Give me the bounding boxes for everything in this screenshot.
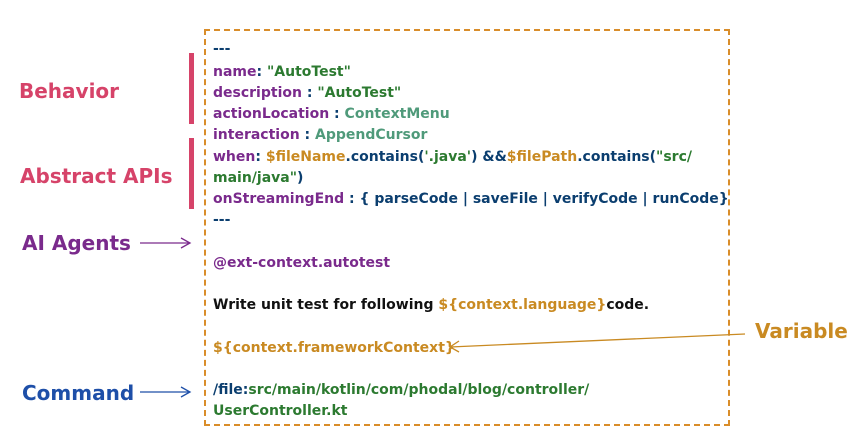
action-location-key: actionLocation (213, 106, 330, 122)
name-value: "AutoTest" (266, 64, 351, 80)
frontmatter-close: --- (213, 211, 230, 229)
on-streaming-end-value: { parseCode | saveFile | verifyCode | ru… (359, 191, 729, 207)
interaction-value: AppendCursor (315, 127, 428, 143)
when-src-string-cont: main/java" (213, 170, 298, 186)
prompt-text-a: Write unit test for following (213, 297, 439, 313)
line-file-command: /file:src/main/kotlin/com/phodal/blog/co… (213, 381, 589, 399)
line-when: when: $fileName.contains('.java') &&$fil… (213, 149, 692, 165)
file-path-a: src/main/kotlin/com/phodal/blog/controll… (248, 382, 590, 398)
prompt-text-b: code. (606, 297, 650, 313)
separator-open: --- (213, 41, 231, 57)
behavior-label: Behavior (19, 79, 120, 103)
variable-label: Variable (755, 319, 848, 343)
when-var-filename: $fileName (265, 149, 346, 165)
behavior-bracket (189, 53, 194, 124)
when-key: when (213, 149, 256, 165)
line-prompt: Write unit test for following ${context.… (213, 296, 649, 314)
code-box (204, 29, 730, 426)
name-key: name (213, 64, 257, 80)
interaction-key: interaction (213, 127, 300, 143)
on-streaming-end-key: onStreamingEnd (213, 191, 345, 207)
file-path-b: UserController.kt (213, 403, 348, 419)
line-description: description : "AutoTest" (213, 85, 402, 101)
separator-close: --- (213, 212, 231, 228)
line-action-location: actionLocation : ContextMenu (213, 106, 450, 122)
language-variable: ${context.language} (438, 297, 607, 313)
line-interaction: interaction : AppendCursor (213, 127, 428, 143)
description-value: "AutoTest" (317, 85, 402, 101)
ai-agents-label: AI Agents (22, 231, 131, 255)
line-framework: ${context.frameworkContext} (213, 339, 455, 357)
command-label: Command (22, 381, 135, 405)
line-file-command-cont: UserController.kt (213, 402, 348, 420)
line-agent: @ext-context.autotest (213, 254, 390, 272)
when-java-string: '.java' (424, 149, 472, 165)
abstract-apis-bracket (189, 138, 194, 209)
file-command: /file: (213, 382, 249, 398)
line-name: name: "AutoTest" (213, 64, 351, 80)
description-key: description (213, 85, 302, 101)
abstract-apis-label: Abstract APIs (20, 164, 173, 188)
when-src-string: "src/ (656, 149, 692, 165)
command-arrow (140, 386, 192, 398)
agent-mention: @ext-context.autotest (213, 255, 391, 271)
action-location-value: ContextMenu (344, 106, 450, 122)
framework-variable: ${context.frameworkContext} (213, 340, 455, 356)
when-var-filepath: $filePath (506, 149, 578, 165)
line-when-cont: main/java") (213, 170, 304, 186)
variable-arrow (448, 333, 746, 353)
line-on-streaming-end: onStreamingEnd : { parseCode | saveFile … (213, 191, 729, 207)
ai-agents-arrow (140, 237, 192, 249)
frontmatter-open: --- (213, 40, 230, 58)
